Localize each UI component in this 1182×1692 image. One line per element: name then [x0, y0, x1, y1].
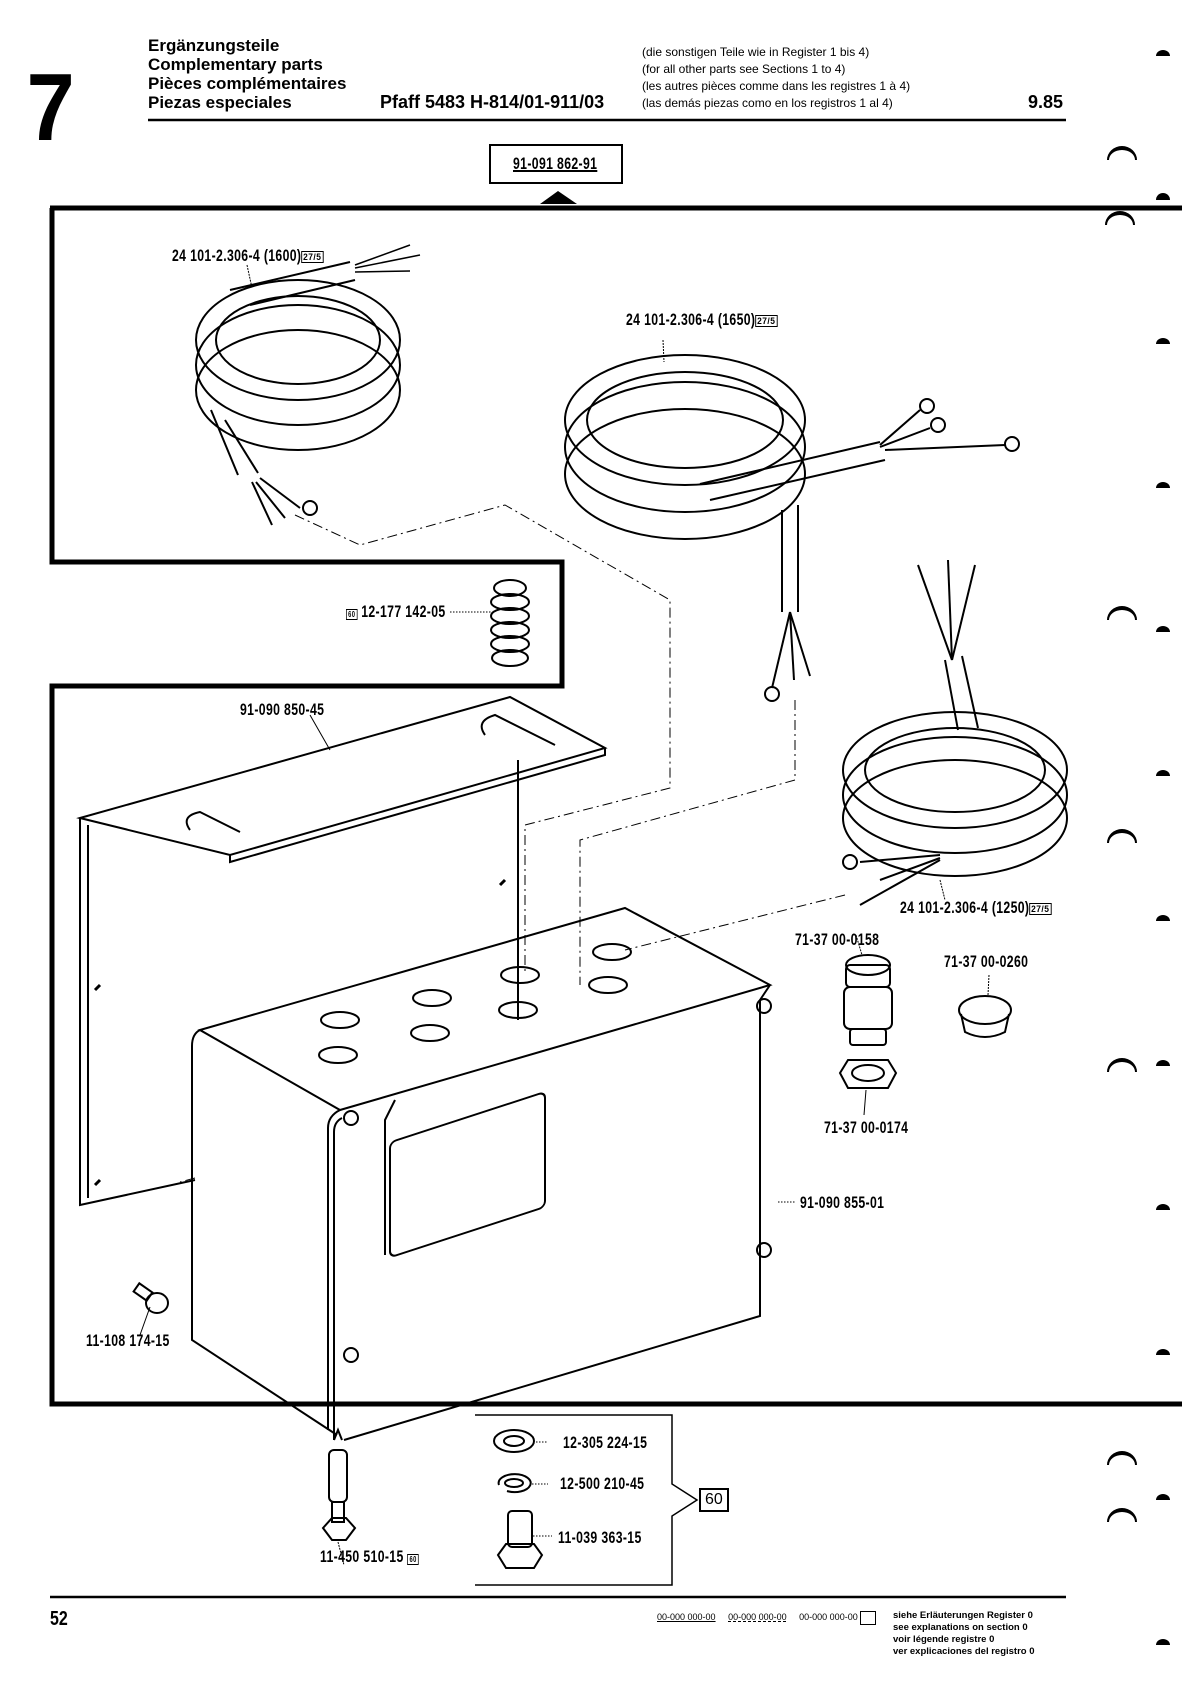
assembly-number: 91-091 862-91 [513, 154, 598, 173]
tag-badge: 60 [346, 609, 358, 620]
title-fr: Pièces complémentaires [148, 74, 347, 93]
note-es: (las demás piezas como en los registros … [642, 96, 893, 110]
part-label-nut: 71-37 00-0174 [824, 1118, 909, 1137]
cable-1600-drawing [195, 244, 421, 526]
note-fr: (les autres pièces comme dans les regist… [642, 79, 911, 93]
note-de: (die sonstigen Teile wie in Register 1 b… [642, 45, 870, 59]
group-bracket [475, 1414, 699, 1586]
part-label-box: 91-090 855-01 [800, 1193, 885, 1212]
header-titles: Ergänzungsteile Complementary parts Pièc… [148, 36, 346, 112]
legend-code-dashed: 00-000 000-00 [728, 1612, 787, 1622]
spring-washer-drawing [497, 1473, 548, 1494]
assembly-pointer-icon [540, 191, 577, 204]
part-label-cable-1650: 24 101-2.306-4 (1650)27/5 [626, 310, 778, 329]
revision-date: 9.85 [1028, 92, 1064, 112]
wood-screw-drawing [321, 1427, 357, 1566]
washer-drawing [493, 1429, 548, 1453]
cable-1250-drawing [842, 559, 1068, 906]
tag-badge: 27/5 [754, 314, 778, 327]
hex-bolt-drawing [496, 1510, 552, 1569]
legend-code-plain: 00-000 000-00 [799, 1612, 858, 1622]
nut-drawing [838, 1059, 898, 1116]
part-label-cable-1250: 24 101-2.306-4 (1250)27/5 [900, 898, 1052, 917]
assembly-number-box: 91-091 862-91 [489, 144, 623, 184]
tag-badge: 60 [407, 1554, 419, 1565]
group-tag-60: 60 [699, 1488, 729, 1512]
model-number: Pfaff 5483 H-814/01-911/03 [380, 92, 605, 112]
note-en: (for all other parts see Sections 1 to 4… [642, 62, 846, 76]
title-es: Piezas especiales [148, 93, 292, 112]
legend-code-solid: 00-000 000-00 [657, 1612, 716, 1622]
cap-drawing [958, 974, 1012, 1038]
bracket-drawing [76, 695, 608, 1207]
legend-codes: 00-000 000-00 00-000 000-00 00-000 000-0… [657, 1612, 858, 1622]
title-en: Complementary parts [148, 55, 323, 74]
part-label-bellows: 60 12-177 142-05 [346, 602, 446, 622]
cable-1650-drawing [564, 339, 1020, 702]
assembly-lines [179, 504, 846, 1183]
small-screw-drawing [132, 1281, 169, 1336]
part-label-cap: 71-37 00-0260 [944, 952, 1029, 971]
part-label-gland: 71-37 00-0158 [795, 930, 880, 949]
tag-badge: 27/5 [1028, 902, 1052, 915]
part-label-washer: 12-305 224-15 [563, 1433, 648, 1452]
section-number: 7 [26, 54, 75, 161]
legend-box-icon [860, 1611, 876, 1625]
margin-marks [1105, 50, 1170, 1645]
page-number: 52 [50, 1608, 68, 1630]
legend-text: siehe Erläuterungen Register 0 see expla… [893, 1610, 1035, 1657]
tag-badge: 27/5 [300, 250, 324, 263]
enclosure-box-drawing [191, 906, 796, 1441]
part-label-bracket: 91-090 850-45 [240, 700, 325, 719]
part-label-wood-screw: 11-450 510-15 60 [320, 1547, 419, 1567]
bellows-drawing [450, 579, 530, 667]
frame-outline [49, 208, 1182, 1407]
part-label-hex-bolt: 11-039 363-15 [558, 1528, 642, 1547]
part-label-spring-washer: 12-500 210-45 [560, 1474, 645, 1493]
header-notes: (die sonstigen Teile wie in Register 1 b… [642, 44, 910, 112]
part-label-cable-1600: 24 101-2.306-4 (1600)27/5 [172, 246, 324, 265]
gland-drawing [843, 934, 893, 1046]
title-de: Ergänzungsteile [148, 36, 280, 55]
part-label-screw: 11-108 174-15 [86, 1331, 170, 1350]
